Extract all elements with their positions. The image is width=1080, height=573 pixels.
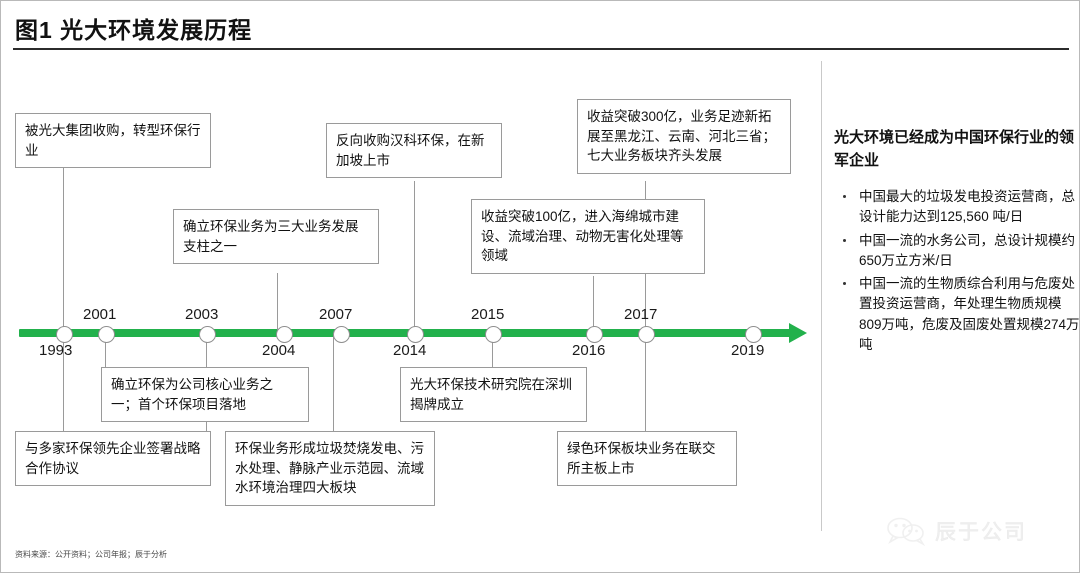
event-box-2016[interactable]: 收益突破300亿，业务足迹新拓展至黑龙江、云南、河北三省；七大业务板块齐头发展: [577, 99, 791, 174]
connector-2014-down: [492, 333, 493, 368]
event-box-2003b[interactable]: 与多家环保领先企业签署战略合作协议: [15, 431, 211, 487]
connector-1993-down: [63, 333, 64, 431]
timeline-node-2019[interactable]: [745, 326, 762, 343]
timeline-node-2001[interactable]: [98, 326, 115, 343]
timeline-year-2015: 2015: [471, 306, 505, 323]
connector-2017-down: [645, 333, 646, 431]
event-box-2017[interactable]: 绿色环保板块业务在联交所主板上市: [557, 431, 737, 487]
watermark-text: 辰于公司: [935, 521, 1027, 545]
timeline-node-2003[interactable]: [199, 326, 216, 343]
timeline-node-2017[interactable]: [638, 326, 655, 343]
timeline-year-2019: 2019: [731, 342, 765, 359]
timeline-node-2004[interactable]: [276, 326, 293, 343]
event-box-2004[interactable]: 环保业务形成垃圾焚烧发电、污水处理、静脉产业示范园、流域水环境治理四大板块: [225, 431, 435, 506]
timeline-arrowhead: [789, 323, 807, 343]
event-box-1993[interactable]: 被光大集团收购，转型环保行业: [15, 113, 211, 169]
wechat-icon: [887, 517, 926, 546]
title-divider: [13, 48, 1069, 50]
event-box-2003[interactable]: 确立环保业务为三大业务发展支柱之一: [173, 209, 379, 265]
event-box-2007[interactable]: 反向收购汉科环保，在新加坡上市: [326, 123, 502, 179]
connector-2001: [105, 333, 106, 367]
timeline-node-2015[interactable]: [485, 326, 502, 343]
timeline-year-2016: 2016: [572, 342, 606, 359]
connector-2007-down: [333, 333, 334, 431]
connector-2003-up: [277, 273, 278, 333]
panel-heading: 光大环境已经成为中国环保行业的领军企业: [834, 129, 1075, 169]
panel-divider: [821, 61, 822, 531]
timeline-year-2004: 2004: [262, 342, 296, 359]
timeline-year-2001: 2001: [83, 306, 117, 323]
timeline-node-2007[interactable]: [333, 326, 350, 343]
panel-bullet-1: 中国最大的垃圾发电投资运营商，总设计能力达到125,560 吨/日: [837, 187, 1080, 228]
timeline-axis: [19, 329, 791, 337]
event-box-2014[interactable]: 光大环保技术研究院在深圳揭牌成立: [400, 367, 587, 423]
page-title: 图1 光大环境发展历程: [15, 17, 253, 43]
connector-2007-up: [414, 181, 415, 331]
source-note: 资料来源：公开资料；公司年报；辰于分析: [15, 550, 167, 559]
connector-1993: [63, 166, 64, 331]
event-box-2015[interactable]: 收益突破100亿，进入海绵城市建设、流域治理、动物无害化处理等领域: [471, 199, 705, 274]
timeline-node-2016[interactable]: [586, 326, 603, 343]
timeline-year-1993: 1993: [39, 342, 73, 359]
timeline-year-2007: 2007: [319, 306, 353, 323]
timeline-year-2003: 2003: [185, 306, 219, 323]
panel-bullet-list: 中国最大的垃圾发电投资运营商，总设计能力达到125,560 吨/日 中国一流的水…: [837, 187, 1080, 358]
panel-bullet-3: 中国一流的生物质综合利用与危废处置投资运营商，年处理生物质规模809万吨，危废及…: [837, 274, 1080, 355]
timeline-year-2014: 2014: [393, 342, 427, 359]
timeline-node-2014[interactable]: [407, 326, 424, 343]
event-box-2001[interactable]: 确立环保为公司核心业务之一；首个环保项目落地: [101, 367, 309, 423]
connector-2015-up: [593, 276, 594, 333]
timeline-year-2017: 2017: [624, 306, 658, 323]
panel-bullet-2: 中国一流的水务公司，总设计规模约650万立方米/日: [837, 231, 1080, 272]
timeline-node-1993[interactable]: [56, 326, 73, 343]
watermark: 辰于公司: [886, 516, 1027, 546]
